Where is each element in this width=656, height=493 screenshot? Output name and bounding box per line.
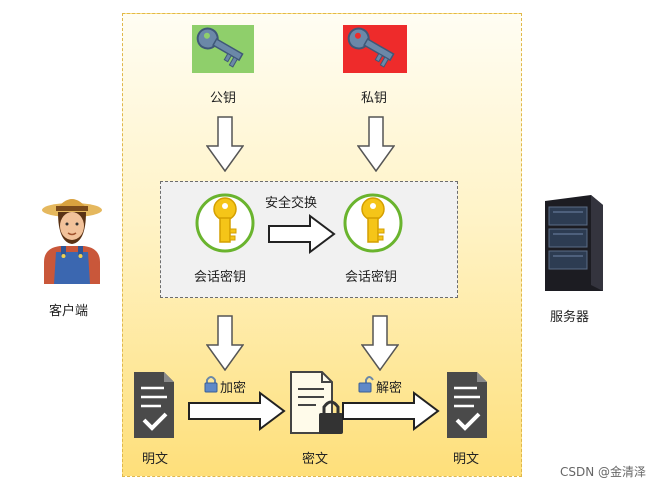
- public-key-label: 公钥: [210, 91, 237, 106]
- server-icon: [539, 193, 607, 293]
- public-key-icon: [192, 25, 254, 73]
- session-key-right-icon: [343, 191, 405, 257]
- right-arrow-icon: [188, 391, 286, 431]
- client-avatar-icon: [34, 192, 110, 284]
- secure-exchange-label: 安全交换: [265, 196, 318, 211]
- down-arrow-icon: [206, 315, 244, 371]
- ciphertext-doc-icon: [290, 371, 346, 437]
- down-arrow-icon: [361, 315, 399, 371]
- server-label: 服务器: [550, 310, 590, 325]
- encrypt-label: 加密: [220, 381, 247, 396]
- session-key-left-icon: [195, 191, 257, 257]
- plaintext-doc-icon: [447, 372, 487, 438]
- plaintext-right-label: 明文: [453, 452, 480, 467]
- down-arrow-icon: [357, 116, 395, 172]
- plaintext-doc-icon: [134, 372, 174, 438]
- down-arrow-icon: [206, 116, 244, 172]
- right-arrow-icon: [342, 391, 440, 431]
- session-key-right-label: 会话密钥: [345, 270, 398, 285]
- client-label: 客户端: [49, 304, 89, 319]
- watermark: CSDN @金清泽: [559, 465, 646, 479]
- private-key-label: 私钥: [361, 91, 388, 106]
- ciphertext-label: 密文: [302, 452, 329, 467]
- unlock-icon: [358, 375, 374, 393]
- right-arrow-icon: [268, 214, 336, 254]
- decrypt-label: 解密: [376, 381, 403, 396]
- lock-icon: [204, 375, 218, 393]
- private-key-icon: [343, 25, 407, 73]
- plaintext-left-label: 明文: [142, 452, 169, 467]
- session-key-left-label: 会话密钥: [194, 270, 247, 285]
